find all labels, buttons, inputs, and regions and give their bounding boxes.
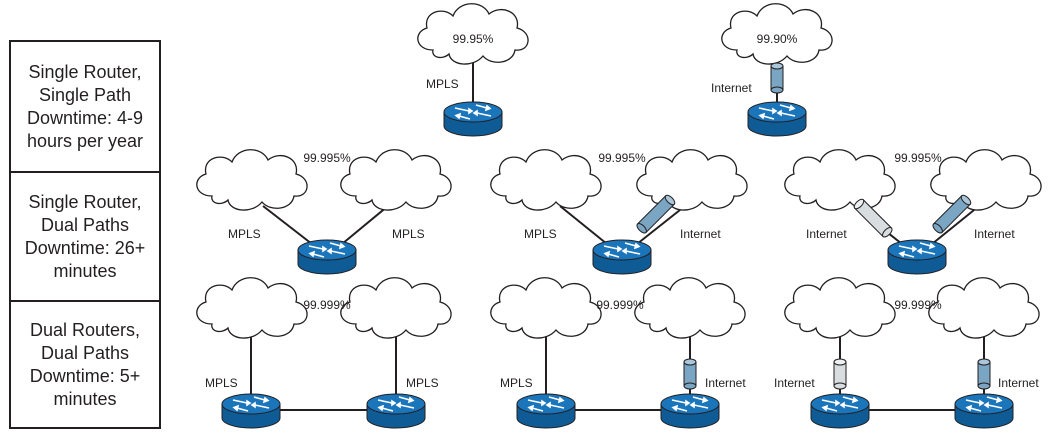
link-label: Internet (974, 227, 1015, 241)
scenario-dual-path-internet-internet: 99.995% Internet Internet (784, 149, 1042, 275)
cloud-icon (928, 277, 1040, 339)
availability-label: 99.995% (894, 151, 942, 165)
link-line (559, 205, 608, 245)
availability-label: 99.999% (894, 298, 942, 312)
link-label: MPLS (500, 376, 533, 390)
link-label: Internet (711, 81, 752, 95)
cloud-icon (490, 277, 602, 339)
scenario-dual-path-mpls-internet: 99.995% MPLS Internet (490, 149, 748, 275)
router-icon (443, 101, 503, 137)
tunnel-icon (833, 358, 847, 390)
router-icon (592, 239, 652, 275)
availability-label: 99.95% (453, 32, 494, 46)
router-icon (221, 393, 281, 429)
availability-label: 99.999% (596, 298, 644, 312)
row-divider (9, 300, 161, 302)
availability-label: 99.995% (598, 151, 646, 165)
scenario-dual-router-mpls-internet: 99.999% MPLS Internet (490, 277, 746, 429)
row-divider (9, 171, 161, 173)
router-icon (747, 101, 807, 137)
cloud-icon (930, 149, 1042, 211)
link-label: Internet (998, 376, 1039, 390)
router-icon (366, 393, 426, 429)
tunnel-icon (770, 62, 784, 94)
router-icon (810, 393, 870, 429)
link-label: MPLS (205, 376, 238, 390)
scenario-single-mpls: 99.95% MPLS (417, 3, 529, 137)
link-line (636, 205, 686, 245)
cloud-icon (784, 277, 896, 339)
router-icon (954, 393, 1014, 429)
cloud-icon (340, 149, 452, 211)
availability-label: 99.90% (757, 32, 798, 46)
link-line (262, 205, 313, 245)
cloud-icon (196, 277, 308, 339)
link-label: Internet (806, 227, 847, 241)
availability-label: 99.995% (303, 151, 351, 165)
scenario-single-internet: 99.90% Internet (711, 3, 833, 137)
row-label-dual-routers-dual-paths: Dual Routers, Dual Paths Downtime: 5+ mi… (9, 302, 161, 427)
scenario-dual-path-mpls-mpls: 99.995% MPLS MPLS (196, 149, 452, 275)
tunnel-icon (977, 358, 991, 390)
row-description: Single Router, Single Path Downtime: 4-9… (26, 61, 144, 151)
link-label: MPLS (392, 227, 425, 241)
cloud-icon (634, 277, 746, 339)
link-label: Internet (680, 227, 721, 241)
cloud-icon (490, 149, 602, 211)
router-icon (516, 393, 576, 429)
availability-label: 99.999% (303, 298, 351, 312)
row-label-single-router-dual-paths: Single Router, Dual Paths Downtime: 26+ … (9, 173, 161, 300)
router-icon (887, 239, 947, 275)
link-label: MPLS (426, 77, 459, 91)
row-description: Dual Routers, Dual Paths Downtime: 5+ mi… (29, 319, 141, 409)
scenario-dual-router-mpls-mpls: 99.999% MPLS MPLS (196, 277, 452, 429)
link-label: MPLS (228, 227, 261, 241)
cloud-icon (784, 149, 896, 211)
router-icon (660, 393, 720, 429)
link-label: MPLS (524, 227, 557, 241)
link-label: MPLS (406, 376, 439, 390)
cloud-icon (636, 149, 748, 211)
link-label: Internet (705, 376, 746, 390)
tunnel-icon (683, 358, 697, 390)
scenario-dual-router-internet-internet: 99.999% Internet Internet (774, 277, 1040, 429)
link-label: Internet (774, 376, 815, 390)
row-label-single-router-single-path: Single Router, Single Path Downtime: 4-9… (9, 42, 161, 171)
row-description: Single Router, Dual Paths Downtime: 26+ … (24, 191, 146, 281)
link-line (931, 205, 980, 245)
description-table (9, 40, 161, 429)
cloud-icon (340, 277, 452, 339)
link-line (341, 205, 389, 245)
cloud-icon (196, 149, 308, 211)
router-icon (297, 239, 357, 275)
